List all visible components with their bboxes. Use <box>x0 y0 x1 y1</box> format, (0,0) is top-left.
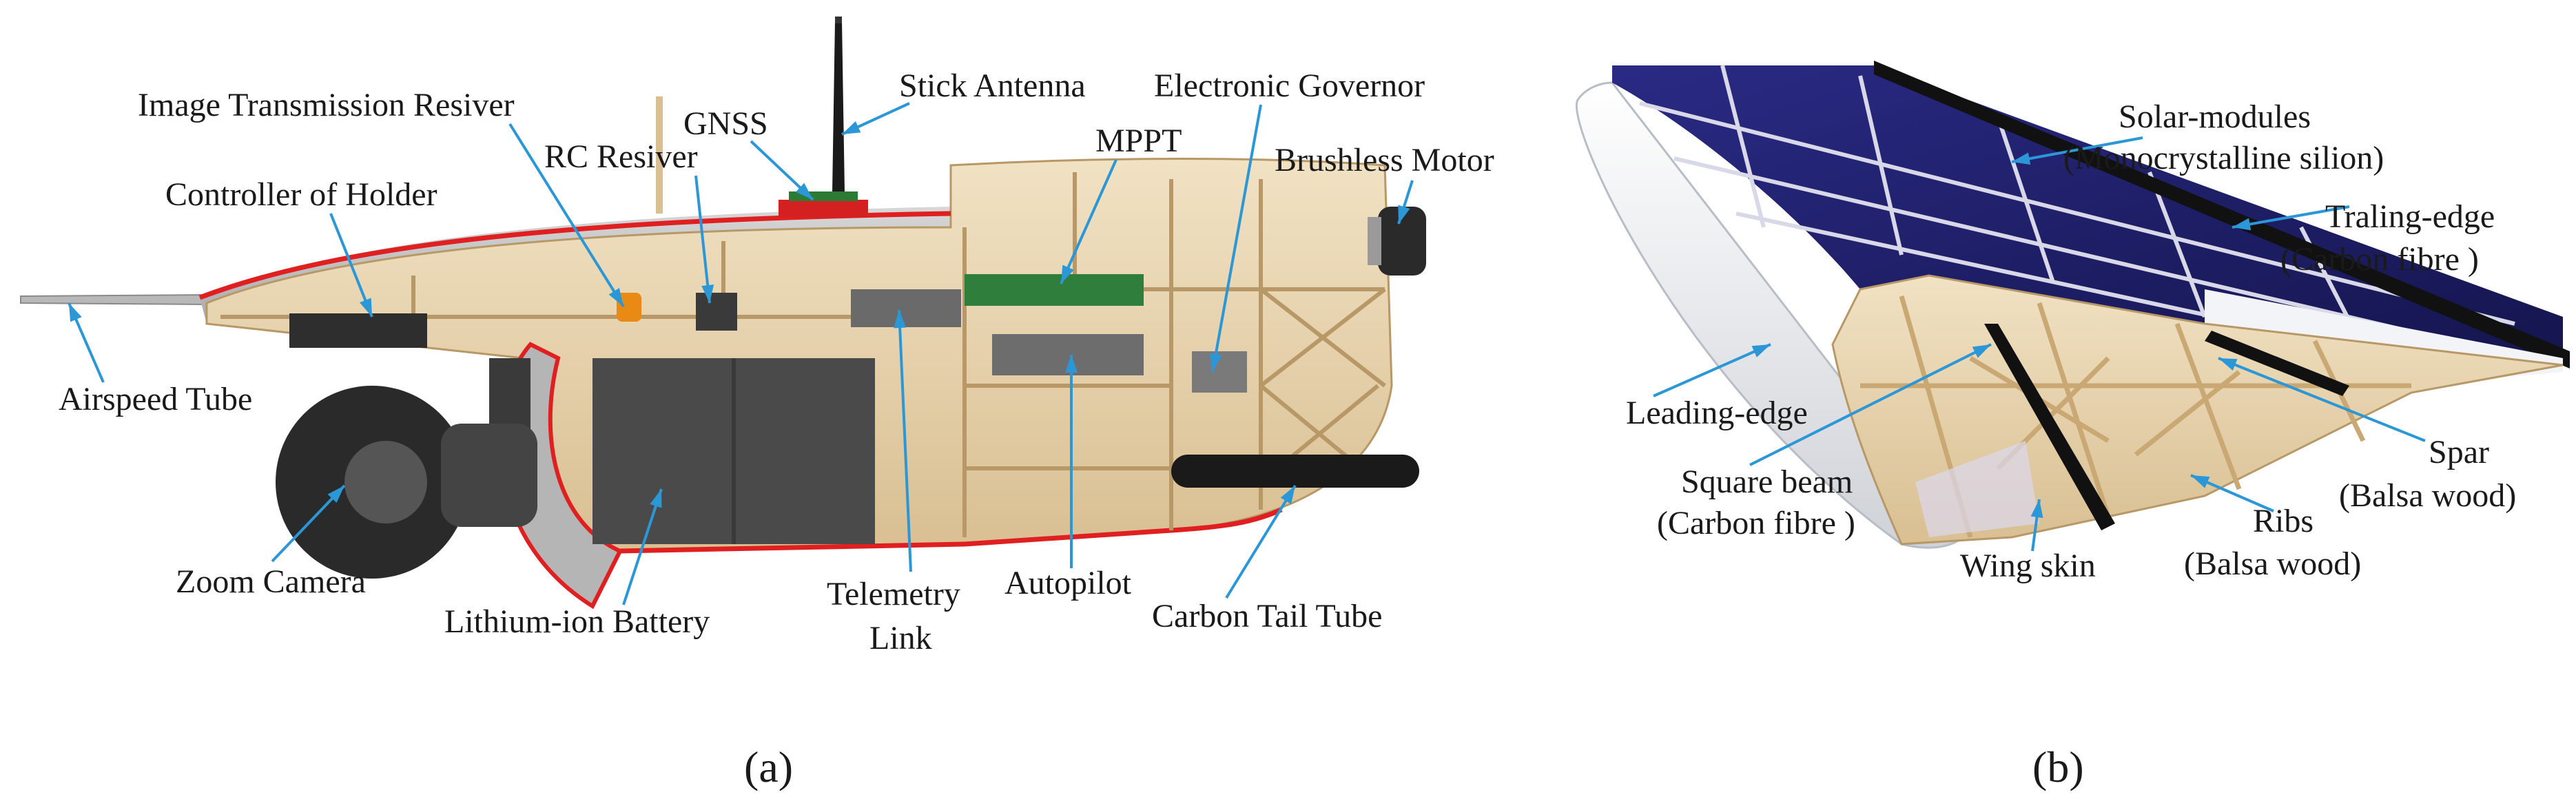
camera-hub <box>344 441 427 523</box>
leader-electronic-governor <box>1211 104 1262 373</box>
leader-trailing-edge <box>2232 205 2350 229</box>
leader-square-beam <box>1749 343 1992 466</box>
panel-b-wing <box>1576 61 2570 549</box>
motor-shape <box>1378 207 1426 276</box>
panel-a-fuselage <box>20 17 1426 610</box>
telemetry-shape <box>851 289 961 327</box>
label-square-line2: (Carbon fibre ) <box>1657 505 1855 541</box>
motor-ring <box>1368 217 1381 265</box>
arrowhead-electronic-governor <box>1209 353 1222 372</box>
label-square-line1: Square beam <box>1681 464 1853 500</box>
leader-controller-holder <box>329 213 373 318</box>
leader-carbon-tail <box>1225 484 1297 599</box>
solar-panel-area <box>1612 65 2563 358</box>
arrowhead-airspeed-tube <box>69 303 82 322</box>
gnss-shape <box>779 200 868 218</box>
arrowhead-spar <box>2218 358 2238 371</box>
arrowhead-trailing-edge <box>2232 218 2252 231</box>
antenna-tip <box>835 17 842 23</box>
arrowhead-gnss <box>795 183 813 200</box>
label-leading: Leading-edge <box>1626 395 1808 431</box>
label-zoom-camera: Zoom Camera <box>176 563 366 600</box>
caption-b: (b) <box>2032 742 2084 791</box>
label-spar-line2: (Balsa wood) <box>2339 477 2516 514</box>
label-solar-line2: (Monocrystalline silion) <box>2063 140 2384 176</box>
mast-shape <box>656 96 663 214</box>
camera-arm <box>489 358 530 434</box>
leader-lithium-battery <box>622 488 663 605</box>
arrowhead-mppt <box>1061 264 1074 284</box>
label-carbon-tail: Carbon Tail Tube <box>1152 598 1382 634</box>
arrowhead-rc-resiver <box>701 284 714 303</box>
label-ribs-line1: Ribs <box>2253 503 2314 539</box>
tail-tube-shape <box>1171 455 1419 488</box>
wing-skin-lower <box>1915 441 2039 537</box>
leader-mppt <box>1060 159 1117 284</box>
leader-rc-resiver <box>694 175 711 304</box>
mppt-shape <box>965 274 1144 306</box>
solar-cell-grid <box>1639 65 2515 350</box>
arrowhead-telemetry <box>894 310 907 329</box>
arrowhead-ribs <box>2191 475 2210 488</box>
label-autopilot: Autopilot <box>1004 565 1132 601</box>
stick-antenna-shape <box>832 21 845 193</box>
rc-resiver-shape <box>696 293 737 331</box>
leader-image-transmission <box>508 123 625 308</box>
image-transmission-shape <box>617 293 641 322</box>
label-trailing-line2: (Carbon fibre ) <box>2280 241 2479 278</box>
leader-leading-edge <box>1653 343 1771 397</box>
label-airspeed-tube: Airspeed Tube <box>59 381 252 417</box>
label-telemetry-line1: Telemetry <box>827 576 960 612</box>
camera-lens <box>441 424 537 527</box>
labels-panel-a: Stick Antenna Electronic Governor Image … <box>59 68 1494 656</box>
square-beam-shape <box>1984 324 2115 530</box>
label-gnss: GNSS <box>683 105 768 142</box>
arrowhead-lithium-battery <box>650 489 662 508</box>
arrowhead-leading-edge <box>1751 344 1771 357</box>
arrowhead-wing-skin <box>2030 499 2043 518</box>
label-mppt: MPPT <box>1095 123 1182 159</box>
arrowhead-brushless-motor <box>1398 205 1410 224</box>
arrowhead-autopilot <box>1065 355 1078 373</box>
arrowhead-controller-holder <box>359 298 372 317</box>
label-lithium-battery: Lithium-ion Battery <box>444 603 710 640</box>
holder-controller-shape <box>289 313 427 348</box>
label-controller-holder: Controller of Holder <box>165 176 437 213</box>
label-electronic-governor: Electronic Governor <box>1154 68 1425 104</box>
leader-lines <box>68 102 2426 605</box>
label-stick-antenna: Stick Antenna <box>899 68 1086 104</box>
label-wing-skin: Wing skin <box>1960 548 2096 584</box>
labels-panel-b: Solar-modules (Monocrystalline silion) T… <box>1626 98 2516 584</box>
arrowhead-image-transmission <box>608 288 624 307</box>
spar-shape <box>2205 331 2349 396</box>
arrowhead-carbon-tail <box>1280 486 1295 504</box>
label-ribs-line2: (Balsa wood) <box>2184 546 2361 582</box>
leader-spar <box>2218 357 2426 442</box>
arrowhead-square-beam <box>1972 344 1991 358</box>
leader-solar-modules <box>2011 136 2143 163</box>
label-image-transmission: Image Transmission Resiver <box>138 87 515 123</box>
label-trailing-line1: Traling-edge <box>2325 198 2495 235</box>
label-spar-line1: Spar <box>2429 434 2489 470</box>
caption-a: (a) <box>744 742 793 791</box>
label-rc-resiver: RC Resiver <box>544 138 698 175</box>
leader-telemetry <box>898 309 912 572</box>
label-brushless-motor: Brushless Motor <box>1275 142 1494 178</box>
arrowhead-solar-modules <box>2012 152 2031 165</box>
arrowhead-zoom-camera <box>327 486 344 503</box>
airspeed-tube-shape <box>20 293 207 306</box>
trailing-edge-shape <box>1874 61 2570 368</box>
label-solar-line1: Solar-modules <box>2119 98 2311 135</box>
label-telemetry-line2: Link <box>869 620 932 656</box>
arrowhead-stick-antenna <box>842 121 861 134</box>
